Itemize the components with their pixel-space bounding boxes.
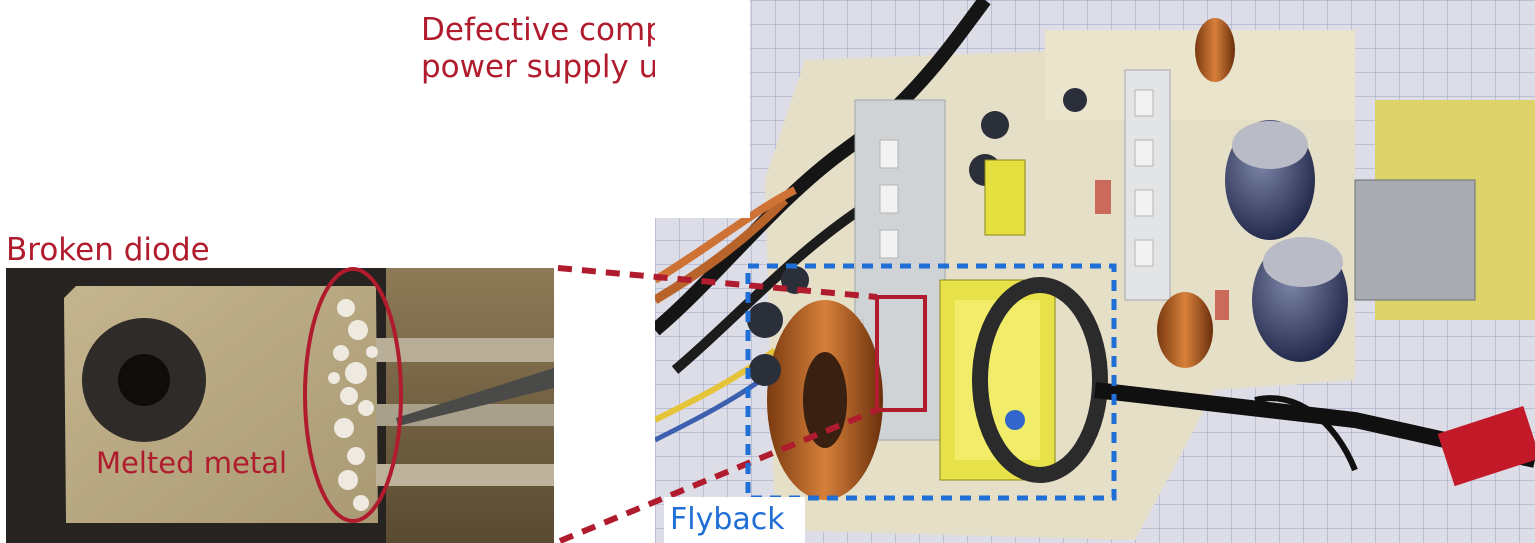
psu-photo: [655, 0, 1535, 543]
psu-illustration: [655, 0, 1535, 543]
broken-diode-label: Broken diode: [6, 232, 210, 268]
diode-photo: [6, 268, 554, 543]
photo-notch: [655, 0, 750, 218]
diode-illustration: [6, 268, 554, 543]
melted-metal-label: Melted metal: [96, 446, 288, 480]
title-line-2: power supply unit: [421, 49, 699, 86]
flyback-label: Flyback: [670, 502, 785, 537]
